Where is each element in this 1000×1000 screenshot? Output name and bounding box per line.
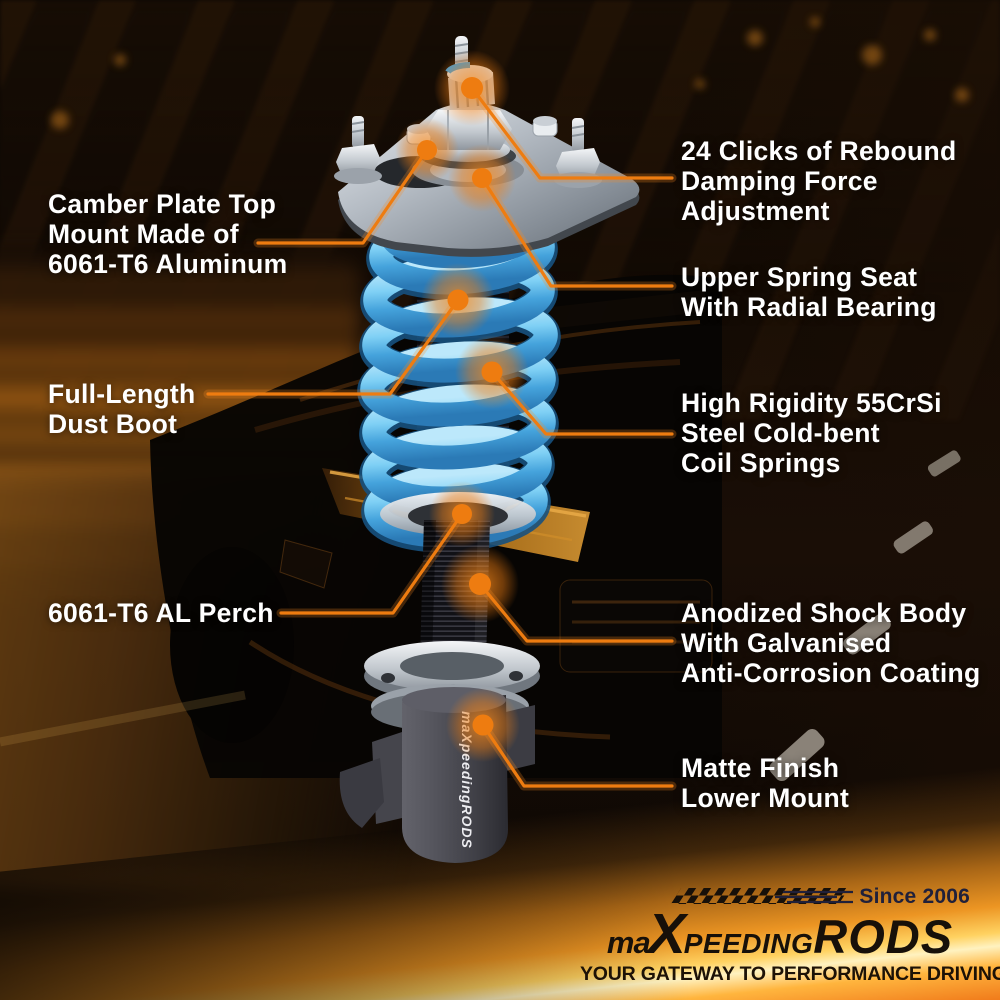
line-perch (279, 512, 464, 615)
callout-text: 6061-T6 Aluminum (48, 249, 288, 279)
callout-coil-springs: High Rigidity 55CrSi Steel Cold-bent Coi… (681, 388, 942, 478)
logo-ma: ma (606, 925, 651, 960)
line-dustboot (206, 298, 460, 396)
speed-lines-icon (775, 890, 854, 904)
callout-lower-mount: Matte Finish Lower Mount (681, 753, 849, 813)
line-mount (481, 723, 674, 788)
callout-text: Anti-Corrosion Coating (681, 658, 981, 688)
callout-text: Full-Length (48, 379, 196, 409)
tagline-prefix: YOUR GATEWAY TO (580, 963, 772, 985)
hotspot-dots (417, 77, 503, 736)
marker-dot (472, 168, 492, 188)
line-rebound (470, 86, 674, 180)
since-badge: Since 2006 (775, 885, 970, 909)
marker-dot (417, 140, 437, 160)
logo-peeding: PEEDING (683, 928, 814, 959)
marker-dot (452, 504, 472, 524)
callout-text: Mount Made of (48, 219, 239, 249)
callout-text: Coil Springs (681, 448, 841, 478)
logo-x: X (647, 902, 686, 966)
callout-dust-boot: Full-Length Dust Boot (48, 379, 196, 439)
callout-upper-spring-seat: Upper Spring Seat With Radial Bearing (681, 262, 937, 322)
callout-al-perch: 6061-T6 AL Perch (48, 598, 274, 628)
line-seat (480, 176, 674, 288)
marker-dot (461, 77, 483, 99)
callout-camber-plate: Camber Plate Top Mount Made of 6061-T6 A… (48, 189, 287, 279)
callout-rebound-adjustment: 24 Clicks of Rebound Damping Force Adjus… (681, 136, 956, 226)
line-body (478, 582, 674, 643)
brand-tagline: YOUR GATEWAY TO PERFORMANCE DRIVING (580, 963, 1000, 986)
marker-dot (469, 573, 491, 595)
callout-shock-body: Anodized Shock Body With Galvanised Anti… (681, 598, 981, 688)
callout-text: With Radial Bearing (681, 292, 937, 322)
callout-text: Adjustment (681, 196, 830, 226)
callout-text: Dust Boot (48, 409, 178, 439)
brand-logo: ma X PEEDING RODS (580, 901, 980, 967)
logo-rods: RODS (813, 910, 954, 963)
callout-text: With Galvanised (681, 628, 892, 658)
marker-dot (472, 714, 494, 736)
callout-text: Camber Plate Top (48, 189, 277, 219)
line-camber (256, 148, 429, 245)
road-lane-dashes (0, 450, 961, 782)
callout-text: 24 Clicks of Rebound (681, 136, 957, 166)
callout-lines (203, 83, 677, 791)
callout-text: Anodized Shock Body (681, 598, 967, 628)
callout-text: 6061-T6 AL Perch (48, 598, 274, 628)
brand-block: Since 2006 ma X PEEDING RODS YOUR GATEWA… (580, 885, 1000, 986)
callout-text: Lower Mount (681, 783, 850, 813)
since-text: Since 2006 (859, 885, 970, 908)
callout-text: Steel Cold-bent (681, 418, 880, 448)
tagline-emphasis: PERFORMANCE DRIVING (771, 963, 1000, 985)
callout-text: Upper Spring Seat (681, 262, 918, 292)
callout-text: High Rigidity 55CrSi (681, 388, 942, 418)
line-coil (490, 370, 674, 436)
callout-text: Matte Finish (681, 753, 840, 783)
marker-dot (481, 361, 503, 383)
marker-dot (447, 289, 469, 311)
city-bokeh-lights (51, 17, 969, 129)
callout-text: Damping Force (681, 166, 878, 196)
